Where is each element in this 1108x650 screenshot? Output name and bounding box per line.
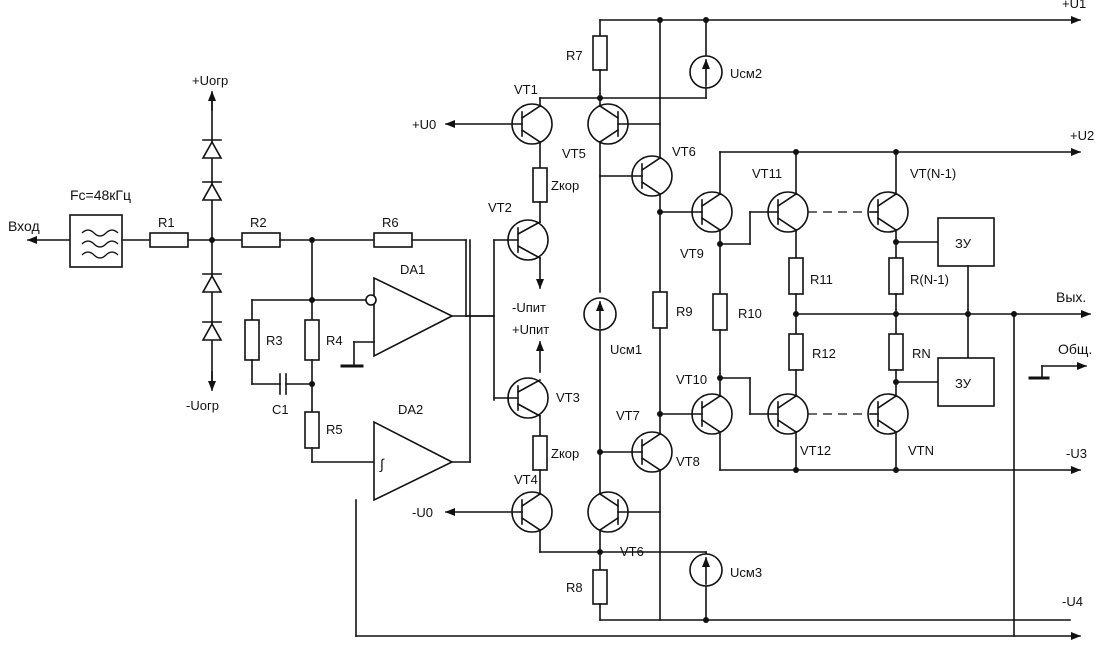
vt3-label: VT3 xyxy=(556,390,580,405)
da1-label: DA1 xyxy=(400,262,425,277)
vtn-label: VTN xyxy=(908,443,934,458)
driver-stage: VT1 +U0 Zкор VT2 -Uпит +Uпит VT3 Zкор xyxy=(412,82,601,553)
zkor-top-label: Zкор xyxy=(551,178,579,193)
u4-label: -U4 xyxy=(1062,594,1083,609)
r4-label: R4 xyxy=(326,333,343,348)
resistor-rn xyxy=(888,333,904,371)
vt10-label: VT10 xyxy=(676,372,707,387)
resistor-r3 xyxy=(244,319,260,361)
r5-label: R5 xyxy=(326,422,343,437)
u-ogr-pos-label: +Uогр xyxy=(192,73,228,88)
diode-d2 xyxy=(201,182,223,201)
charger-zu-bottom xyxy=(937,357,995,407)
vt5-label: VT5 xyxy=(562,146,586,161)
r12-label: R12 xyxy=(812,346,836,361)
common-label: Общ. xyxy=(1058,341,1092,357)
resistor-r-n-minus-1 xyxy=(888,257,904,295)
zu-bottom-label: ЗУ xyxy=(955,376,972,391)
vt11-label: VT11 xyxy=(752,166,782,181)
resistor-r9 xyxy=(652,291,668,329)
filter-frequency-label: Fc=48кГц xyxy=(70,187,131,203)
ucm2-label: Uсм2 xyxy=(730,66,762,81)
feedback-network: R3 C1 R4 R5 xyxy=(244,239,375,463)
r8-label: R8 xyxy=(566,580,583,595)
ucm1-label: Uсм1 xyxy=(610,342,642,357)
resistor-r11 xyxy=(788,257,804,295)
ucm3-label: Uсм3 xyxy=(730,565,762,580)
zkor-top xyxy=(532,167,548,203)
diode-d3 xyxy=(201,274,223,293)
r6-label: R6 xyxy=(382,215,399,230)
u1-label: +U1 xyxy=(1062,0,1086,11)
output-label: Вых. xyxy=(1056,289,1086,305)
resistor-r4 xyxy=(304,319,320,361)
integrator-da2: DA2 ∫ xyxy=(355,239,471,637)
diode-d4 xyxy=(201,322,223,341)
top-rails: +U1 Uсм2 +U2 xyxy=(597,0,1094,156)
diode-d1 xyxy=(201,140,223,159)
output-stage: VT9 R10 VT10 -U3 VT11 R11 xyxy=(659,149,1092,637)
r1-label: R1 xyxy=(158,215,175,230)
vt4-label: VT4 xyxy=(514,472,538,487)
resistor-r7 xyxy=(592,35,608,71)
vt7-label: VT7 xyxy=(616,408,640,423)
resistor-r8 xyxy=(592,569,608,605)
u3-label: -U3 xyxy=(1066,446,1087,461)
diode-limiter: +Uогр -Uогр xyxy=(186,73,228,413)
r7-label: R7 xyxy=(566,48,583,63)
r9-label: R9 xyxy=(676,304,693,319)
charger-zu-top xyxy=(937,217,995,267)
zkor-bottom xyxy=(532,435,548,471)
resistor-r2 xyxy=(241,232,281,248)
zkor-bottom-label: Zкор xyxy=(551,446,579,461)
vt1-label: VT1 xyxy=(514,82,538,97)
resistor-r10 xyxy=(712,293,728,331)
resistor-r6 xyxy=(373,232,413,248)
da2-label: DA2 xyxy=(398,402,423,417)
rn-label: RN xyxy=(912,346,931,361)
vt6-top-label: VT6 xyxy=(672,144,696,159)
u0-neg-label: -U0 xyxy=(412,505,433,520)
r3-label: R3 xyxy=(266,333,283,348)
bottom-bias: Uсм3 -U4 xyxy=(355,551,1083,640)
upit-pos-label: +Uпит xyxy=(512,322,549,337)
svg-text:∫: ∫ xyxy=(379,456,385,472)
upit-neg-label: -Uпит xyxy=(512,300,546,315)
input-label: Вход xyxy=(8,218,40,234)
vt9-label: VT9 xyxy=(680,246,704,261)
r11-label: R11 xyxy=(810,272,833,287)
u0-pos-label: +U0 xyxy=(412,117,436,132)
u2-label: +U2 xyxy=(1070,128,1094,143)
resistor-r12 xyxy=(788,333,804,371)
input-section: Вход Fc=48кГц R1 R2 R6 xyxy=(8,187,467,317)
bias-column: R7 VT5 Uсм1 VT6 R8 VT6 xyxy=(562,19,1071,621)
resistor-r1 xyxy=(149,232,189,248)
vt12-label: VT12 xyxy=(800,443,831,458)
u-ogr-neg-label: -Uогр xyxy=(186,398,219,413)
vt2-label: VT2 xyxy=(488,200,512,215)
c1-label: C1 xyxy=(272,402,289,417)
r10-label: R10 xyxy=(738,306,762,321)
zu-top-label: ЗУ xyxy=(955,236,972,251)
vt8-label: VT8 xyxy=(676,454,700,469)
resistor-r5 xyxy=(304,411,320,449)
rn1-label: R(N-1) xyxy=(910,272,949,287)
r2-label: R2 xyxy=(250,215,267,230)
opamp-da1: DA1 xyxy=(340,262,495,368)
vtn1-label: VT(N-1) xyxy=(910,166,956,181)
